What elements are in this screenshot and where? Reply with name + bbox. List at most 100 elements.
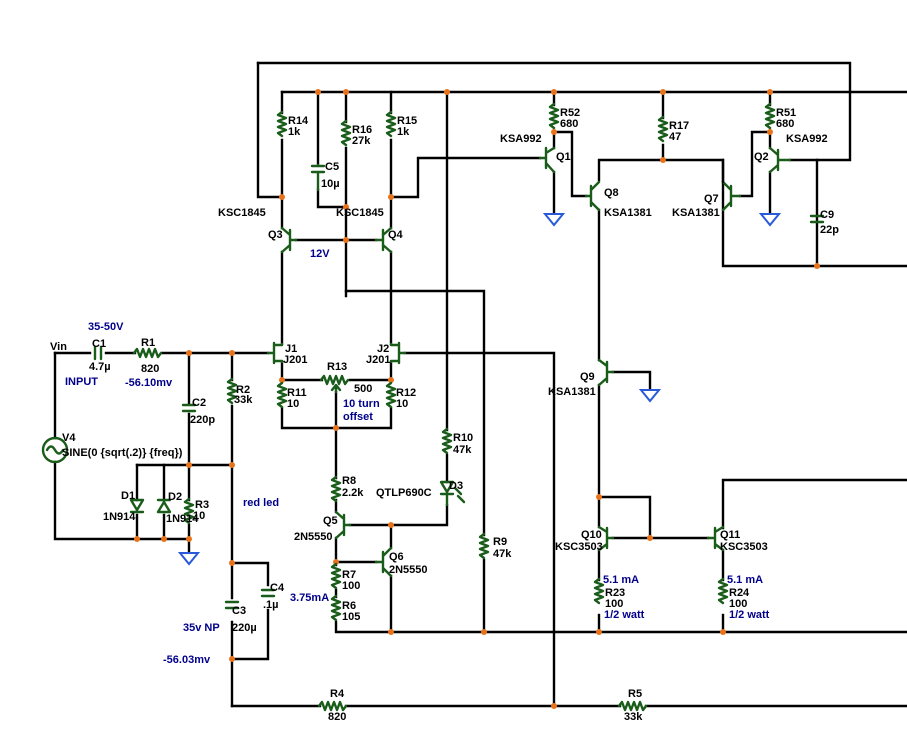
label-q8: Q8 bbox=[604, 187, 619, 199]
junction-dot bbox=[186, 350, 192, 356]
transistor-q3 bbox=[280, 226, 298, 254]
type-d1: 1N914 bbox=[103, 511, 136, 523]
transistor-q7 bbox=[721, 180, 742, 212]
junction-dot bbox=[767, 129, 773, 135]
label-r16: R16 bbox=[352, 124, 372, 136]
type-q3: KSC1845 bbox=[218, 207, 266, 219]
note-half-watt-left: 1/2 watt bbox=[604, 609, 645, 621]
resistor-r6 bbox=[330, 594, 342, 622]
resistor-r3 bbox=[183, 497, 195, 525]
value-r3: 10 bbox=[193, 510, 205, 522]
value-r12: 10 bbox=[396, 398, 408, 410]
resistor-r15 bbox=[385, 110, 397, 138]
resistor-r8 bbox=[330, 475, 342, 503]
label-r7: R7 bbox=[342, 569, 356, 581]
junctions bbox=[134, 89, 820, 709]
junction-dot bbox=[229, 560, 235, 566]
label-d1: D1 bbox=[121, 490, 135, 502]
transistor-q8 bbox=[584, 180, 601, 212]
junction-dot bbox=[660, 89, 666, 95]
label-q2: Q2 bbox=[754, 151, 769, 163]
label-r51: R51 bbox=[776, 107, 796, 119]
junction-dot bbox=[161, 536, 167, 542]
type-j1: J201 bbox=[283, 354, 307, 366]
label-v4: V4 bbox=[62, 432, 76, 444]
value-r13: 500 bbox=[354, 383, 372, 395]
value-r24: 100 bbox=[729, 598, 747, 610]
note-input: INPUT bbox=[65, 376, 98, 388]
note-35-50v: 35-50V bbox=[88, 321, 124, 333]
label-r9: R9 bbox=[493, 536, 507, 548]
resistor-r51 bbox=[764, 102, 776, 130]
voltage-source-v4 bbox=[41, 436, 69, 464]
junction-dot bbox=[596, 494, 602, 500]
note-half-watt-right: 1/2 watt bbox=[729, 609, 770, 621]
type-j2: J201 bbox=[366, 354, 390, 366]
note-3-75ma: 3.75mA bbox=[290, 592, 329, 604]
note-35v-np: 35v NP bbox=[183, 622, 220, 634]
resistor-r23 bbox=[593, 577, 605, 605]
label-q6: Q6 bbox=[389, 551, 404, 563]
value-r52: 680 bbox=[560, 118, 578, 130]
jfet-j2 bbox=[389, 341, 407, 365]
label-d2: D2 bbox=[168, 491, 182, 503]
resistor-r17 bbox=[657, 115, 669, 143]
resistor-r13 bbox=[319, 374, 350, 386]
junction-dot bbox=[229, 462, 235, 468]
junction-dot bbox=[388, 377, 394, 383]
capacitors bbox=[93, 163, 825, 610]
resistor-r12 bbox=[385, 381, 397, 409]
label-q3: Q3 bbox=[268, 229, 283, 241]
label-r13: R13 bbox=[327, 361, 347, 373]
note-mv-feedback: -56.03mv bbox=[163, 654, 211, 666]
type-d2: 1N914 bbox=[166, 513, 199, 525]
diodes bbox=[129, 480, 466, 514]
resistor-r11 bbox=[276, 381, 288, 409]
led-d3 bbox=[439, 480, 466, 507]
value-r10: 47k bbox=[453, 444, 472, 456]
label-j1: J1 bbox=[285, 343, 297, 355]
label-vin: Vin bbox=[50, 341, 67, 353]
value-r7: 100 bbox=[342, 580, 360, 592]
junction-dot bbox=[388, 194, 394, 200]
label-j2: J2 bbox=[377, 343, 389, 355]
junction-dot bbox=[647, 535, 653, 541]
junction-dot bbox=[134, 536, 140, 542]
transistor-q5 bbox=[334, 510, 352, 540]
capacitor-c5 bbox=[310, 163, 326, 192]
value-c4: .1µ bbox=[263, 599, 279, 611]
label-r10: R10 bbox=[453, 432, 473, 444]
note-red-led: red led bbox=[243, 497, 279, 509]
diode-d2 bbox=[156, 498, 172, 514]
junction-dot bbox=[229, 350, 235, 356]
type-q7: KSA1381 bbox=[672, 207, 720, 219]
capacitor-c4 bbox=[260, 588, 276, 598]
junction-dot bbox=[343, 204, 349, 210]
label-r12: R12 bbox=[396, 387, 416, 399]
label-c2: C2 bbox=[192, 397, 206, 409]
resistor-r10 bbox=[441, 427, 453, 455]
label-q1: Q1 bbox=[556, 151, 571, 163]
capacitor-c2 bbox=[181, 403, 197, 413]
junction-dot bbox=[315, 89, 321, 95]
value-r9: 47k bbox=[493, 548, 512, 560]
value-c1: 4.7µ bbox=[89, 361, 111, 373]
transistor-q2 bbox=[768, 146, 792, 174]
label-r2: R2 bbox=[236, 384, 250, 396]
wires bbox=[53, 61, 907, 708]
capacitor-c3 bbox=[224, 600, 240, 610]
ground-icon bbox=[638, 389, 662, 403]
resistor-r14 bbox=[276, 110, 288, 138]
value-r17: 47 bbox=[669, 131, 681, 143]
junction-dot bbox=[186, 536, 192, 542]
type-q2: KSA992 bbox=[786, 133, 828, 145]
junction-dot bbox=[388, 522, 394, 528]
ground-icon bbox=[542, 213, 566, 227]
grounds bbox=[177, 213, 782, 566]
label-r11: R11 bbox=[287, 387, 307, 399]
resistor-r9 bbox=[478, 532, 490, 560]
value-c5: 10µ bbox=[321, 178, 340, 190]
label-c1: C1 bbox=[92, 338, 106, 350]
value-r15: 1k bbox=[397, 126, 410, 138]
